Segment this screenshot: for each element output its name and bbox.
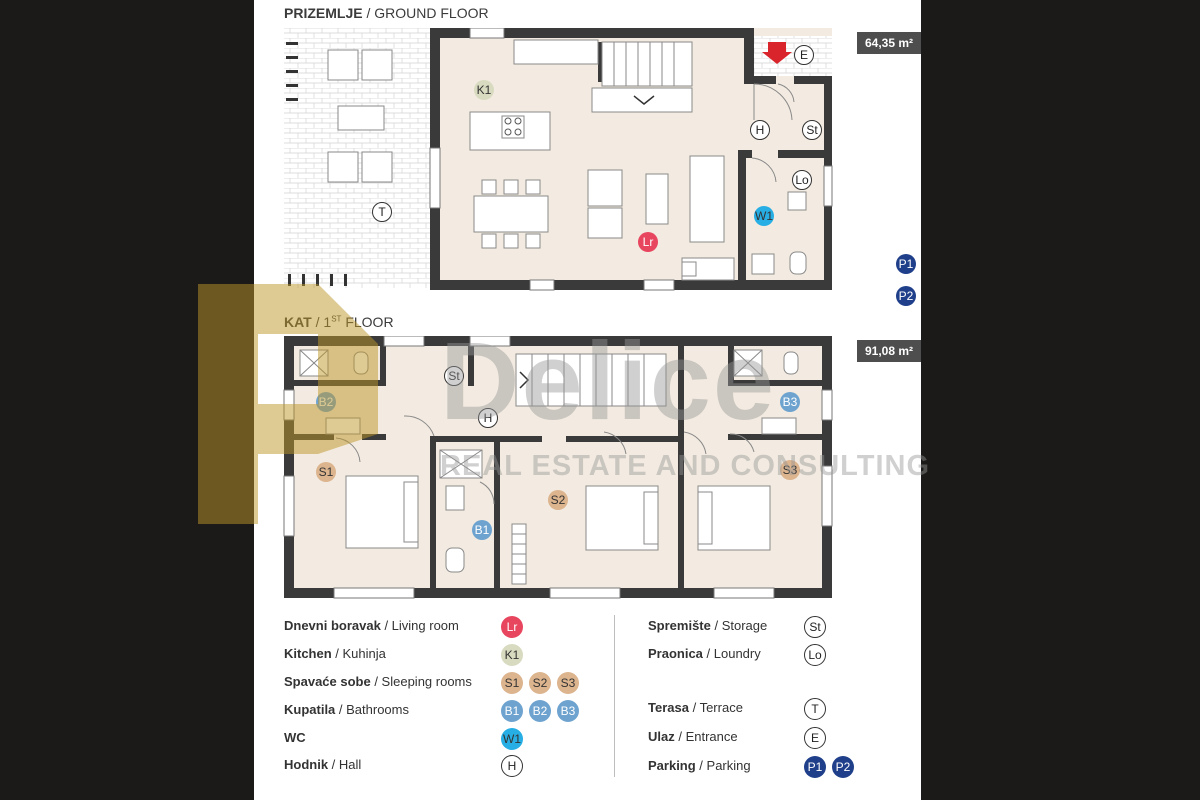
legend-row-translation: / Parking [695,758,751,773]
entrance-arrow-icon [762,42,792,64]
legend-badge: K1 [501,644,523,666]
legend-row-label: Spavaće sobe [284,674,371,689]
first-floor-plan: B2 St H B3 S1 S2 S3 B1 [254,335,921,601]
room-label-hall: H [750,120,770,140]
room-label-laundry: Lo [792,170,812,190]
legend-icons: St [804,616,826,638]
ground-floor-area-badge: 64,35 m² [856,32,921,54]
room-label-hall-first: H [478,408,498,428]
legend-row-right-3: Ulaz / Entrance [648,729,738,744]
watermark-logo-icon [198,284,378,524]
legend-icons: E [804,727,826,749]
legend-icons: B1 B2 B3 [501,700,579,722]
legend-row-translation: / Kuhinja [331,646,386,661]
ground-floor-title-sep: / [362,5,375,21]
legend-row-left-1: Kitchen / Kuhinja [284,646,386,661]
legend-row-left-0: Dnevni boravak / Living room [284,618,459,633]
legend-icons: T [804,698,826,720]
legend-row-left-2: Spavaće sobe / Sleeping rooms [284,674,472,689]
legend-badge: W1 [501,728,523,750]
ground-floor-title: PRIZEMLJE / GROUND FLOOR [284,5,489,21]
legend-row-label: Dnevni boravak [284,618,381,633]
room-label-bath3: B3 [780,392,800,412]
legend-row-translation: / Sleeping rooms [370,674,472,689]
parking-label-p2: P2 [896,286,916,306]
legend-badge: P2 [832,756,854,778]
legend-row-left-5: Hodnik / Hall [284,757,361,772]
legend-icons: W1 [501,728,523,750]
ground-floor-plan: K1 Lr H St Lo W1 T E P1 P2 [254,27,921,306]
legend-badge: S1 [501,672,523,694]
legend-row-label: Praonica [648,646,703,661]
legend-icons: P1 P2 [804,756,854,778]
legend-badge: B2 [529,700,551,722]
legend-icons: S1 S2 S3 [501,672,579,694]
legend-row-translation: / Bathrooms [335,702,409,717]
room-label-sleep3: S3 [780,460,800,480]
legend-row-label: Kupatila [284,702,336,717]
room-label-sleep1: S1 [316,462,336,482]
legend-row-right-0: Spremište / Storage [648,618,767,633]
first-floor-drawing [283,335,833,599]
legend-row-right-4: Parking / Parking [648,758,751,773]
room-label-bath1: B1 [472,520,492,540]
legend-row-label: Ulaz [648,729,675,744]
legend-icons: Lo [804,644,826,666]
room-label-sleep2: S2 [548,490,568,510]
legend-row-translation: / Entrance [674,729,738,744]
legend-row-translation: / Terrace [688,700,743,715]
room-label-living: Lr [638,232,658,252]
legend-icons: H [501,755,523,777]
legend-badge: Lo [804,644,826,666]
legend-badge: T [804,698,826,720]
legend-row-left-4: WC [284,730,306,745]
legend-row-left-3: Kupatila / Bathrooms [284,702,409,717]
legend-row-label: WC [284,730,306,745]
room-label-terrace: T [372,202,392,222]
room-label-storage: St [802,120,822,140]
legend-row-label: Kitchen [284,646,332,661]
ground-floor-title-en: GROUND FLOOR [374,5,489,21]
legend-badge: Lr [501,616,523,638]
legend-row-right-1: Praonica / Loundry [648,646,761,661]
watermark-brand: Delice [440,320,777,443]
room-label-wc: W1 [754,206,774,226]
legend-badge: St [804,616,826,638]
first-floor-area-badge: 91,08 m² [856,340,921,362]
legend-badge: P1 [804,756,826,778]
watermark-tagline: REAL ESTATE AND CONSULTING [440,450,930,482]
legend-row-translation: / Storage [710,618,768,633]
ground-floor-title-local: PRIZEMLJE [284,5,363,21]
room-label-storage-first: St [444,366,464,386]
legend-badge: B1 [501,700,523,722]
legend-badge: E [804,727,826,749]
legend-row-translation: / Hall [328,757,362,772]
ground-floor-drawing [284,27,833,291]
legend-icons: K1 [501,644,523,666]
legend-icons: Lr [501,616,523,638]
legend-row-label: Spremište [648,618,711,633]
legend-badge: H [501,755,523,777]
legend-row-label: Hodnik [284,757,329,772]
room-label-entrance: E [794,45,814,65]
legend-divider [614,615,615,777]
legend-badge: S3 [557,672,579,694]
floor-plan-sheet: PRIZEMLJE / GROUND FLOOR 64,35 m² [254,0,921,800]
legend-badge: B3 [557,700,579,722]
room-label-kitchen: K1 [474,80,494,100]
legend-row-translation: / Living room [380,618,459,633]
legend-row-label: Parking [648,758,696,773]
legend-row-label: Terasa [648,700,689,715]
legend-badge: S2 [529,672,551,694]
parking-label-p1: P1 [896,254,916,274]
legend-row-right-2: Terasa / Terrace [648,700,743,715]
legend-row-translation: / Loundry [702,646,761,661]
